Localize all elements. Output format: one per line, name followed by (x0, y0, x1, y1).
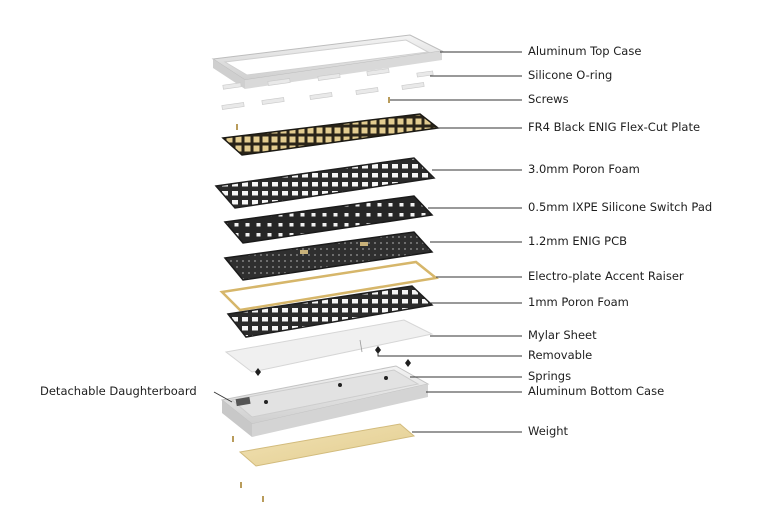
label-poron-foam-1mm: 1mm Poron Foam (528, 295, 629, 309)
label-accent-raiser: Electro-plate Accent Raiser (528, 269, 684, 283)
label-mylar-sheet: Mylar Sheet (528, 328, 597, 342)
ixpe-switch-pad (223, 195, 434, 244)
label-enig-pcb: 1.2mm ENIG PCB (528, 234, 628, 248)
label-aluminum-top-case: Aluminum Top Case (528, 44, 642, 58)
daughterboard (235, 396, 251, 407)
label-aluminum-bottom-case: Aluminum Bottom Case (528, 384, 665, 398)
spring-markers (255, 346, 411, 376)
poron-foam-1mm (226, 285, 434, 338)
aluminum-bottom-case (220, 365, 430, 437)
label-screws: Screws (528, 92, 569, 106)
label-removable: Removable (528, 348, 593, 362)
label-fr4-plate: FR4 Black ENIG Flex-Cut Plate (528, 120, 701, 134)
poron-foam-3mm (214, 157, 436, 209)
aluminum-top-case (211, 34, 444, 89)
label-ixpe-switch-pad: 0.5mm IXPE Silicone Switch Pad (528, 200, 713, 214)
mylar-sheet (224, 319, 434, 373)
screws (236, 97, 390, 130)
fr4-plate (221, 113, 440, 156)
label-silicone-o-ring: Silicone O-ring (528, 68, 613, 82)
leader-lines (213, 51, 522, 433)
silicone-o-ring (221, 68, 434, 110)
bottom-screws (232, 436, 264, 502)
enig-pcb (223, 231, 434, 281)
label-springs: Springs (528, 369, 572, 383)
accent-raiser (219, 260, 439, 312)
label-weight: Weight (528, 424, 569, 438)
label-detachable-daughterboard: Detachable Daughterboard (40, 384, 197, 398)
brass-weight (238, 423, 416, 467)
label-poron-foam-3mm: 3.0mm Poron Foam (528, 162, 640, 176)
